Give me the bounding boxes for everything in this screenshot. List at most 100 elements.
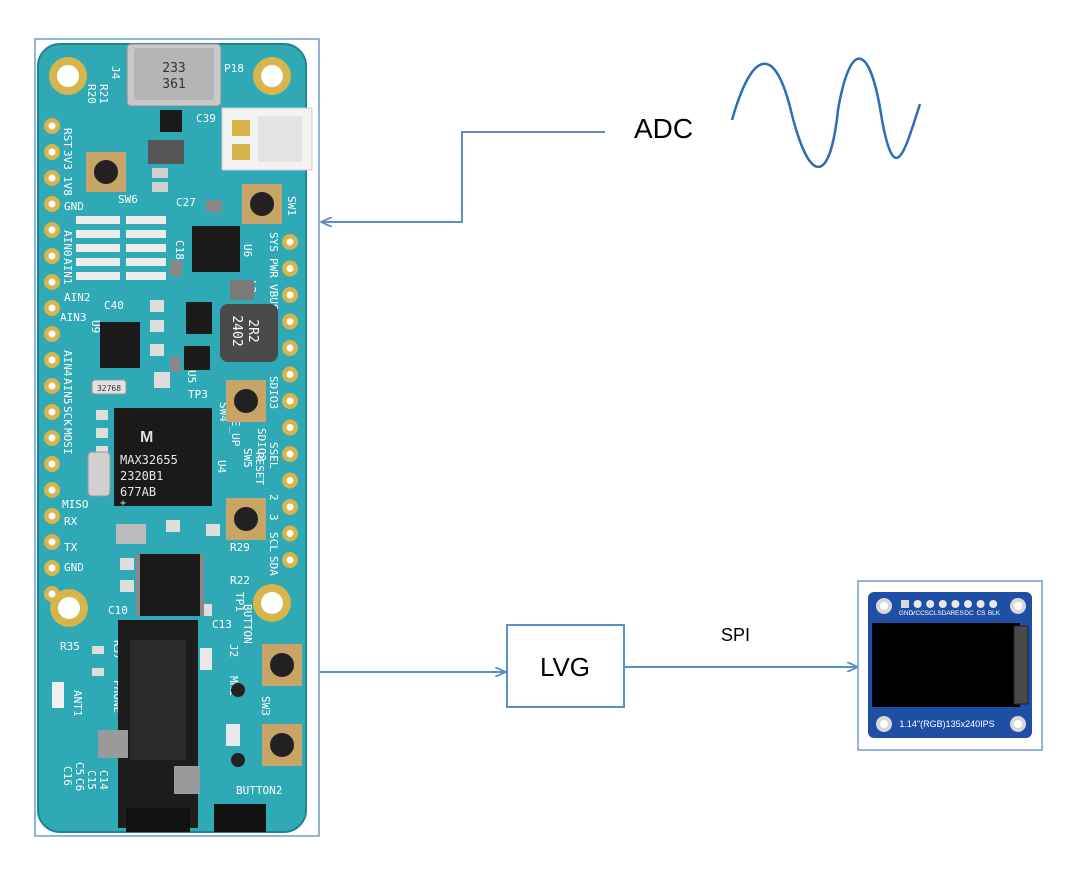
right-pin-pad-hole [286, 291, 294, 299]
silk-c27: C27 [176, 196, 196, 209]
pin-label-rst: RST [61, 128, 74, 148]
right-pin-pad-hole [286, 530, 294, 537]
svg-text:C14: C14 [97, 770, 110, 790]
silk-r22: R22 [230, 574, 250, 587]
mount-hole-top-left [49, 57, 87, 95]
left-pin-pad-hole [48, 304, 56, 312]
left-pin-pad-hole [48, 434, 56, 442]
pin-label-mosi: MOSI [61, 428, 74, 455]
chip-u2 [136, 554, 204, 616]
right-pin-pad-hole [286, 318, 294, 325]
pin-label-2: 2 [267, 494, 280, 501]
inductor-top [148, 140, 184, 164]
silk-j2: J2 [227, 644, 240, 657]
display-pin-pad [989, 600, 998, 608]
silk-r29: R29 [230, 541, 250, 554]
pin-label-sck: SCK [61, 406, 74, 426]
left-pin-pad-hole [48, 148, 56, 156]
pin-label-sdio2: SDIO2 [255, 428, 268, 461]
left-pin-pad-hole [48, 460, 56, 468]
dev-board: 233 361 RST 3V3 1V8 GND AIN0 AIN1 AIN2 A… [34, 38, 320, 837]
svg-text:2402: 2402 [229, 315, 244, 346]
spi-label: SPI [721, 625, 750, 645]
silk-j4: J4 [109, 66, 122, 80]
pad-array [76, 216, 166, 280]
pin-label-ain4: AIN4 [61, 350, 74, 377]
left-pin-pad-hole [48, 382, 56, 390]
left-pin-header [44, 118, 60, 602]
svg-text:VCC: VCC [911, 610, 925, 617]
svg-text:MAX32655: MAX32655 [120, 453, 178, 467]
chip-top-u8 [160, 110, 182, 132]
right-pin-pad-hole [286, 238, 294, 246]
silk-ant1: ANT1 [71, 690, 84, 717]
silk-sw5: SW5 [241, 448, 254, 468]
svg-text:RES: RES [950, 610, 964, 617]
pin-label-scl: SCL [267, 532, 280, 552]
lvg-label: LVG [540, 652, 590, 682]
tact-switch-sw1 [242, 184, 282, 224]
mount-hole-mid-right [253, 584, 291, 622]
pin-label-miso: MISO [62, 498, 89, 511]
right-pin-pad-hole [286, 265, 294, 272]
left-pin-pad-hole [48, 122, 56, 130]
left-pin-pad-hole [48, 486, 56, 494]
usb-text-1: 233 [162, 61, 185, 76]
svg-text:2320B1: 2320B1 [120, 469, 163, 483]
right-pin-pad-hole [286, 556, 294, 564]
mount-hole-top-right [253, 57, 291, 95]
silk-p18: P18 [224, 62, 244, 75]
right-pin-pad-hole [286, 424, 294, 431]
pin-label-reset: RESET [253, 452, 266, 485]
pin-label-sys: SYS [267, 232, 280, 252]
audio-jack [98, 620, 266, 832]
svg-text:DC: DC [964, 610, 974, 617]
mcu-max32655: M MAX32655 2320B1 677AB + [114, 408, 212, 509]
left-pin-pad-hole [48, 278, 56, 286]
right-pin-pad-hole [286, 344, 294, 352]
svg-text:CS: CS [976, 610, 986, 617]
silk-caps: C14 C15 C5 C6 C16 [61, 762, 110, 791]
pin-label-ain3: AIN3 [60, 311, 87, 324]
svg-text:+: + [120, 498, 126, 509]
left-pin-pad-hole [48, 408, 56, 416]
svg-text:32768: 32768 [97, 384, 121, 393]
silk-c10: C10 [108, 604, 128, 617]
left-pin-pad-hole [48, 200, 56, 208]
right-pin-pad-hole [286, 450, 294, 458]
left-pin-pad-hole [48, 512, 56, 520]
left-pin-pad-hole [48, 564, 56, 572]
pin-label-ain0: AIN0 [61, 230, 74, 257]
silk-tp3: TP3 [188, 388, 208, 401]
pin-label-gnd-top: GND [64, 200, 84, 213]
display-pin-pad [926, 600, 935, 608]
pin-label-sdio3: SDIO3 [267, 376, 280, 409]
display-module: GND VCC SCL SDA RES DC CS BLK 1.14"(RGB)… [857, 580, 1043, 751]
display-caption: 1.14"(RGB)135x240IPS [899, 719, 994, 729]
right-pin-pad-hole [286, 503, 294, 511]
silk-tp1: TP1 [233, 592, 246, 612]
mcu-logo: M [140, 429, 153, 446]
left-pin-pad-hole [48, 226, 56, 234]
pin-label-1v8: 1V8 [61, 176, 74, 196]
svg-text:BLK: BLK [988, 610, 1001, 617]
svg-text:C6: C6 [73, 778, 86, 791]
display-flex-cable [1013, 625, 1029, 705]
sine-wave [730, 57, 922, 168]
lvg-box: LVG [506, 624, 625, 708]
crystal-32k: 32768 [91, 379, 127, 395]
ic-small-1 [186, 302, 212, 334]
adc-to-board-arrow [322, 131, 605, 222]
left-pin-pad-hole [48, 330, 56, 338]
right-pin-pad-hole [286, 371, 294, 378]
svg-text:2R2: 2R2 [245, 319, 260, 342]
inductor-small [230, 280, 254, 300]
usb-text-2: 361 [162, 77, 185, 92]
right-pin-header [282, 234, 298, 568]
tact-switch-sw2 [262, 724, 302, 766]
right-pin-pad-hole [286, 397, 294, 405]
passives [52, 168, 245, 767]
svg-text:SDA: SDA [937, 610, 951, 617]
tact-switch-sw6 [86, 152, 126, 192]
silk-sw6: SW6 [118, 193, 138, 206]
